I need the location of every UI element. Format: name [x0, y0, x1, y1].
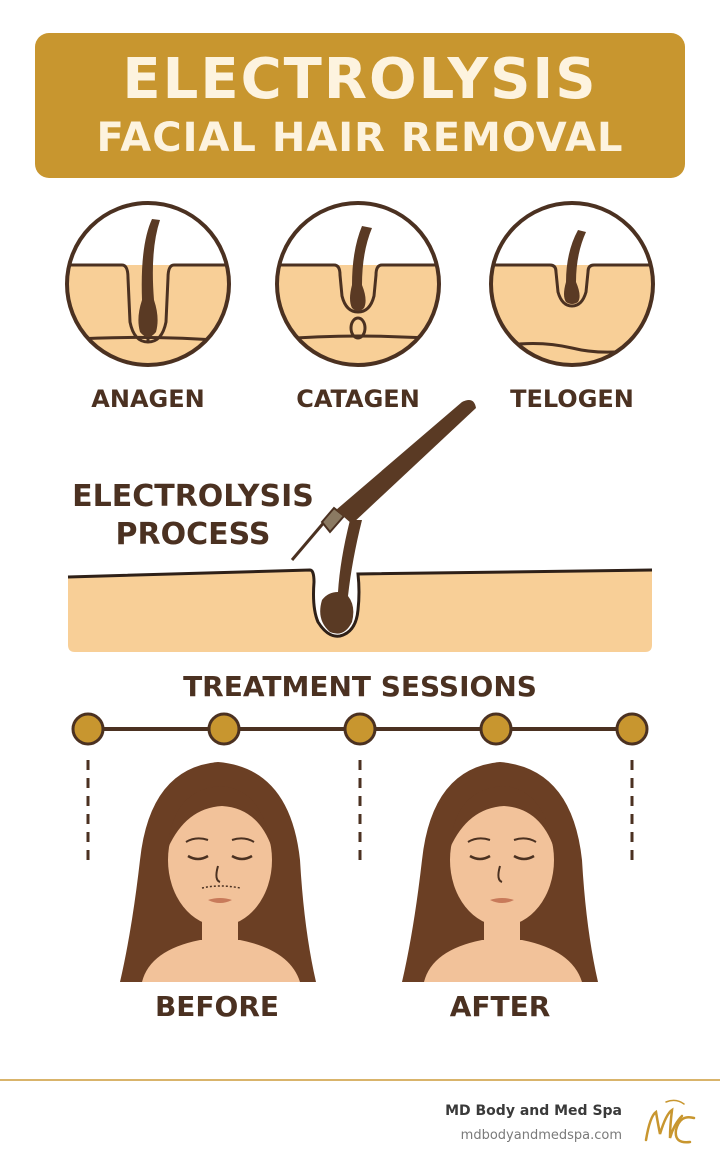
page-title: ELECTROLYSIS [122, 47, 598, 112]
session-dot [343, 712, 377, 746]
footer-divider [0, 1079, 720, 1081]
sessions-timeline [71, 712, 649, 860]
md-monogram-icon [644, 1099, 696, 1144]
process-label: ELECTROLYSIS PROCESS [58, 478, 328, 554]
before-label: BEFORE [154, 990, 280, 1023]
title-banner: ELECTROLYSIS FACIAL HAIR REMOVAL [35, 33, 685, 178]
catagen-follicle-icon [275, 201, 441, 367]
catagen-label: CATAGEN [296, 385, 420, 413]
page-subtitle: FACIAL HAIR REMOVAL [96, 115, 624, 161]
telogen-follicle-icon [489, 201, 655, 367]
telogen-label: TELOGEN [510, 385, 634, 413]
process-label-line2: PROCESS [115, 517, 271, 552]
hair-follicle-icon [320, 520, 362, 634]
brand-url[interactable]: mdbodyandmedspa.com [460, 1128, 622, 1143]
anagen-label: ANAGEN [91, 385, 205, 413]
session-dot [479, 712, 513, 746]
brand-name: MD Body and Med Spa [445, 1103, 622, 1119]
sessions-title: TREATMENT SESSIONS [183, 670, 537, 703]
after-label: AFTER [449, 990, 551, 1023]
electrolysis-probe-icon [290, 400, 476, 561]
before-face-illustration [120, 762, 316, 982]
anagen-follicle-icon [65, 201, 231, 367]
session-dot [615, 712, 649, 746]
skin-cross-section [67, 568, 653, 652]
session-dot [71, 712, 105, 746]
after-face-illustration [402, 762, 598, 982]
process-label-line1: ELECTROLYSIS [72, 479, 314, 514]
session-dot [207, 712, 241, 746]
